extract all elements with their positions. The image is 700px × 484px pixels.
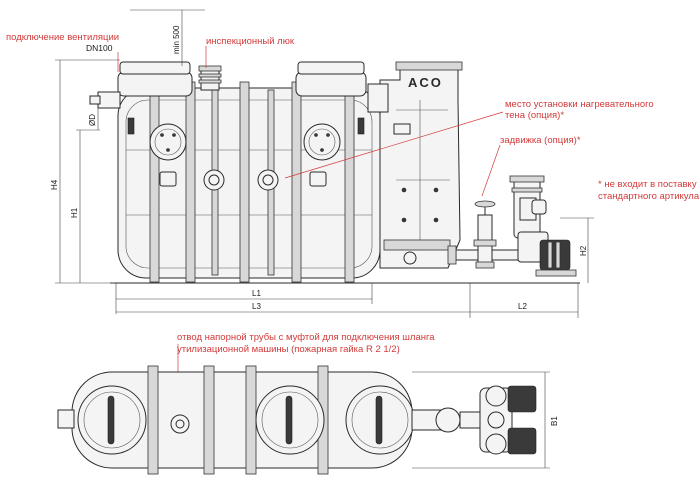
label-heater-place-2: тена (опция)* [505, 110, 564, 121]
dim-h4: H4 [50, 179, 59, 190]
inspection-hatch [198, 65, 222, 91]
aco-logo: ACO [408, 75, 443, 90]
label-vent-connection: подключение вентиляции [6, 32, 119, 43]
dim-l3: L3 [252, 302, 261, 311]
dim-h2: H2 [579, 245, 588, 256]
side-view: ACO [89, 61, 580, 284]
label-dn100: DN100 [86, 43, 113, 53]
vent-pipe [97, 91, 121, 109]
label-pressure-pipe-1: отвод напорной трубы с муфтой для подклю… [177, 332, 435, 343]
label-heater-place-1: место установки нагревательного [505, 99, 654, 110]
pump-assembly [509, 175, 577, 277]
label-inspection-hatch: инспекционный люк [206, 36, 295, 47]
right-dome [295, 71, 367, 97]
gate-valve [473, 200, 497, 269]
dim-l2: L2 [518, 302, 527, 311]
dim-h1: H1 [70, 207, 79, 218]
dim-min500: min 500 [172, 25, 181, 54]
dim-b1: B1 [550, 416, 559, 426]
left-dome [117, 71, 193, 97]
label-not-included-1: * не входит в поставку [598, 179, 697, 190]
label-not-included-2: стандартного артикула [598, 191, 700, 202]
side-hatches [149, 123, 341, 161]
dim-l1: L1 [252, 289, 261, 298]
top-view: B1 [57, 365, 559, 475]
annotations: подключение вентиляции DN100 инспекционн… [6, 32, 700, 420]
dimension-lines: min 500 H4 H1 ØD H2 L1 L3 L2 [50, 9, 594, 318]
label-pressure-pipe-2: утилизационной машины (пожарная гайка R … [177, 344, 400, 355]
dim-od: ØD [88, 114, 97, 126]
manhole-covers [77, 385, 415, 455]
label-gate-valve: задвижка (опция)* [500, 135, 581, 146]
aco-separator: ACO [367, 61, 463, 269]
